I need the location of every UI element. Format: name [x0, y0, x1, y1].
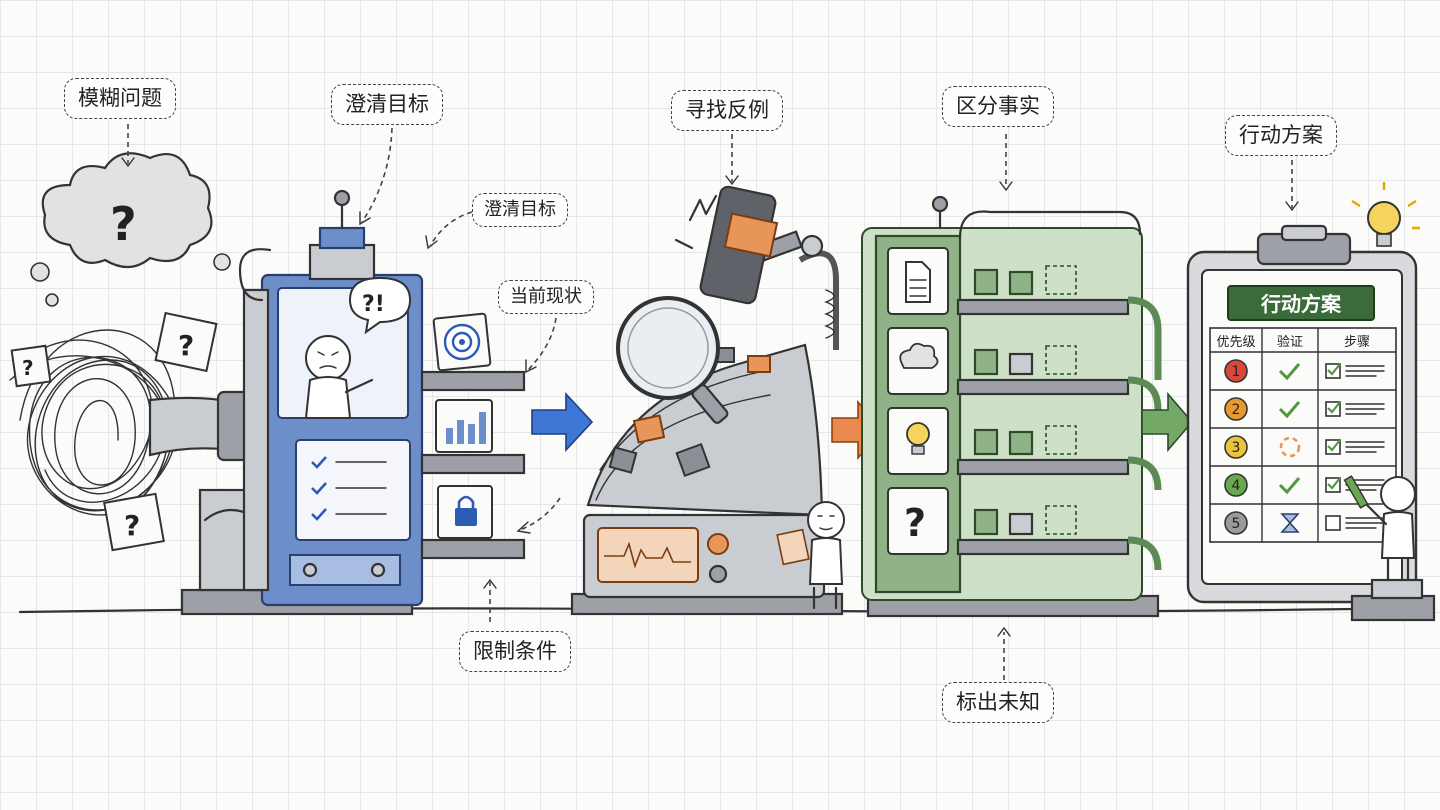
label-clarify-goal-side: 澄清目标 [472, 193, 568, 227]
label-distinguish-facts: 区分事实 [942, 86, 1054, 127]
counterexample-machine [570, 185, 845, 616]
label-current-state: 当前现状 [498, 280, 594, 314]
step-lines [1345, 365, 1385, 377]
puzzle-icon [608, 347, 771, 478]
priority-number: 2 [1232, 402, 1241, 418]
pointer-arrows [121, 124, 1299, 680]
facts-machine: ? [861, 195, 1162, 618]
question-note-3: ? [10, 344, 52, 388]
priority-badge [1224, 473, 1248, 497]
priority-number: 3 [1232, 440, 1241, 456]
check-icon [1278, 363, 1301, 381]
hourglass-icon [1280, 513, 1300, 533]
priority-badge [1224, 435, 1248, 459]
action-plan-board: 行动方案 优先级 验证 步骤 1 2 3 4 5 [1186, 182, 1436, 622]
arrow-blue [531, 391, 594, 453]
board-header-priority: 优先级 [1216, 335, 1255, 350]
svg-text:?: ? [904, 501, 926, 545]
board-title: 行动方案 [1260, 292, 1342, 316]
label-constraints: 限制条件 [459, 631, 571, 672]
priority-badge [1224, 359, 1248, 383]
monitor-screen [597, 527, 699, 583]
label-action-plan: 行动方案 [1225, 115, 1337, 156]
board-table: 优先级 验证 步骤 1 2 3 4 5 [1209, 327, 1397, 543]
chart-tray [420, 399, 526, 475]
label-mark-unknowns: 标出未知 [942, 682, 1054, 723]
board-row: 1 [1224, 359, 1385, 383]
board-row: 3 [1209, 427, 1397, 459]
progress-icon [1279, 436, 1301, 458]
cloud-question-mark: ? [110, 197, 137, 251]
target-tray [420, 312, 526, 392]
inspecting-figure [776, 501, 845, 610]
board-header-steps: 步骤 [1344, 335, 1370, 350]
check-icon [1278, 401, 1301, 419]
question-note-1: ? [154, 311, 218, 373]
label-vague-problem: 模糊问题 [64, 78, 176, 119]
conveyor-shelves [956, 265, 1130, 556]
arrow-green [1141, 391, 1194, 453]
priority-number: 5 [1232, 516, 1241, 532]
priority-number: 4 [1232, 478, 1241, 494]
svg-text:?: ? [178, 329, 194, 362]
priority-badge [1224, 397, 1248, 421]
magnifier-icon [616, 296, 729, 424]
lightbulb-icon [1351, 182, 1420, 247]
board-row: 4 [1209, 465, 1397, 497]
lock-tray [420, 485, 526, 560]
question-icon: ? [887, 487, 949, 555]
question-note-2: ? [103, 492, 165, 552]
label-clarify-goal-top: 澄清目标 [331, 84, 443, 125]
board-row: 2 [1209, 389, 1397, 421]
checklist-icon [295, 439, 411, 541]
board-header-verify: 验证 [1277, 334, 1303, 350]
clarify-machine: ?! [180, 189, 526, 616]
lightbulb-icon [887, 407, 949, 475]
writing-figure [1343, 475, 1436, 622]
step-lines [1345, 517, 1385, 529]
board-title-plate [1227, 285, 1375, 321]
label-find-counterexample: 寻找反例 [671, 90, 783, 131]
svg-text:?: ? [22, 356, 34, 380]
step-checkbox [1325, 515, 1341, 531]
thinking-figure [304, 335, 374, 419]
speech-bubble: ?! [348, 276, 412, 335]
hammer-icon [699, 185, 839, 350]
priority-badge [1224, 511, 1248, 535]
svg-text:?: ? [124, 509, 140, 542]
svg-text:?!: ?! [362, 292, 385, 317]
cloud-icon [887, 327, 949, 395]
step-lines [1345, 403, 1385, 415]
priority-number: 1 [1232, 364, 1241, 380]
board-rows: 1 2 3 4 5 [1209, 359, 1397, 535]
step-lines [1345, 441, 1385, 453]
document-icon [887, 247, 949, 315]
vague-problem-cloud: ? [30, 152, 231, 307]
check-icon [1278, 477, 1301, 495]
